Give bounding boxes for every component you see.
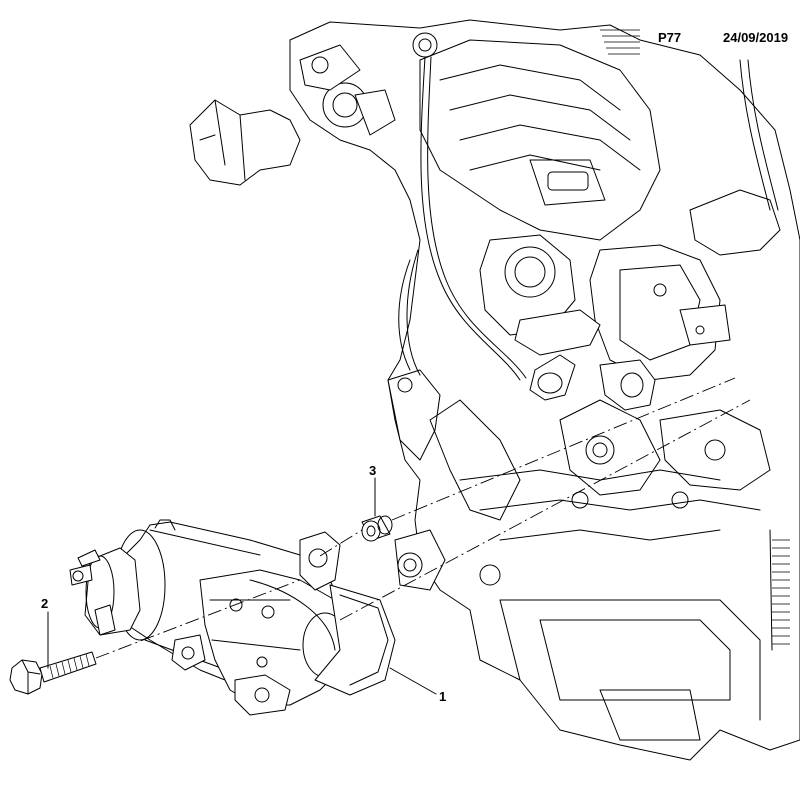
page-code-label: P77 [658,30,682,45]
leader-line-1 [389,667,437,695]
page-date-label: 24/09/2019 [723,30,789,45]
assembly-axis-lines [95,377,751,659]
engine-block [189,19,800,761]
mounting-bolt [9,651,97,695]
callout-2-mounting-bolt: 2 [41,596,49,611]
callout-1-starter-motor: 1 [439,689,447,704]
starter-motor [69,519,396,716]
leader-lines [47,477,437,695]
locating-dowel-sleeve [361,515,393,542]
callout-3-dowel-sleeve: 3 [369,463,377,478]
